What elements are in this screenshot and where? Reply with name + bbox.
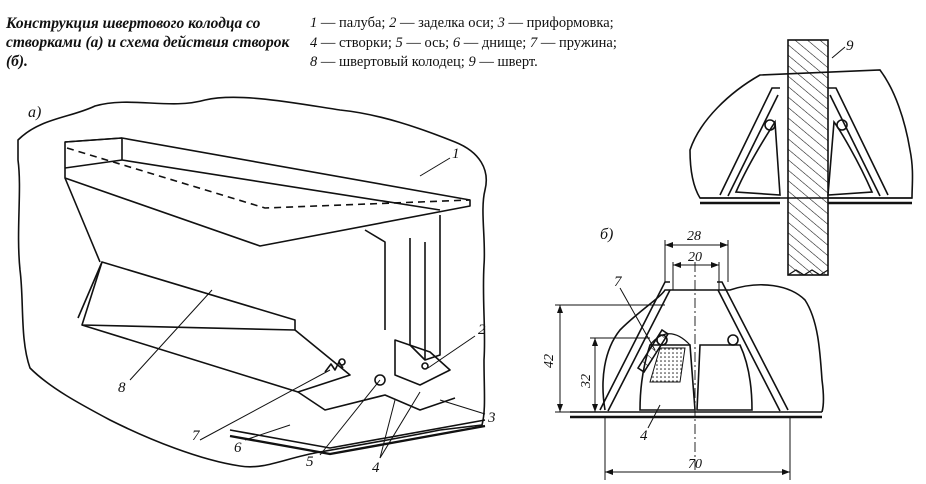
legend-text: — швертовый колодец; [317,54,469,70]
sublabel-b: б) [600,226,614,243]
figure-a-labels: 1 2 3 8 7 6 5 4 [118,146,496,476]
label-4: 4 [372,460,380,476]
legend-text: — створки; [317,34,396,51]
diagram-open [689,69,914,205]
legend-text: — пружина; [537,34,617,51]
flap-left [81,261,296,331]
deck-plate [64,137,471,247]
legend-text: — заделка оси; [396,15,498,31]
legend-line-1: 1 — палуба; 2 — заделка оси; 3 — приформ… [310,14,730,34]
hinge-plate [394,339,451,386]
legend-text: — днище; [460,34,530,51]
label-9: 9 [846,38,854,54]
legend-num: 2 [389,15,397,31]
legend-num: 9 [468,54,476,70]
legend-num: 4 [310,34,318,51]
label-3: 3 [487,410,496,426]
legend-num: 5 [395,34,403,51]
legend-text: — приформовка; [504,15,614,31]
dim-28: 28 [687,229,701,244]
trunk-wall-back [364,229,386,330]
label-1: 1 [452,146,460,162]
label-7b: 7 [614,274,623,290]
legend-num: 1 [310,15,318,31]
legend-text: — палуба; [317,15,390,31]
legend-line-2: 4 — створки; 5 — ось; 6 — днище; 7 — пру… [310,34,730,54]
legend-num: 6 [452,34,461,51]
legend-num: 7 [529,34,538,51]
centreboard [787,39,829,276]
dim-32: 32 [579,374,594,389]
hinge-pin [421,362,429,370]
cutaway-outline-b [602,284,825,413]
figure-caption: Конструкция швертового колодца со створк… [6,15,290,70]
label-5: 5 [306,454,314,470]
dim-20: 20 [688,250,702,265]
flap-closed-right [696,344,753,411]
figure-b-labels: 28 20 42 32 70 7 4 [542,229,702,472]
label-2: 2 [478,322,486,338]
flap-open-left [734,119,781,196]
legend-text: — ось; [402,34,453,51]
bottom-plate [229,419,486,449]
label-4b: 4 [640,428,648,444]
label-7: 7 [192,428,201,444]
sublabel-a: а) [28,104,42,121]
figure-a [17,96,487,468]
legend-num: 8 [310,54,318,70]
trunk-opening [121,138,441,211]
legend-num: 3 [497,15,505,31]
dim-70: 70 [688,457,702,472]
legend-text: — шверт. [475,54,538,70]
flap-right [297,391,456,411]
flap-open-right [827,119,874,196]
trunk-wall-left [64,177,101,263]
axle-end [374,374,386,386]
legend: 1 — палуба; 2 — заделка оси; 3 — приформ… [310,14,730,73]
spring [324,361,344,373]
cutaway-outline-top [689,69,914,199]
label-8: 8 [118,380,126,396]
legend-line-3: 8 — швертовый колодец; 9 — шверт. [310,53,730,73]
dim-42: 42 [542,354,557,368]
cutaway-outline [17,96,487,468]
label-6: 6 [234,440,242,456]
figure-b [555,240,825,480]
